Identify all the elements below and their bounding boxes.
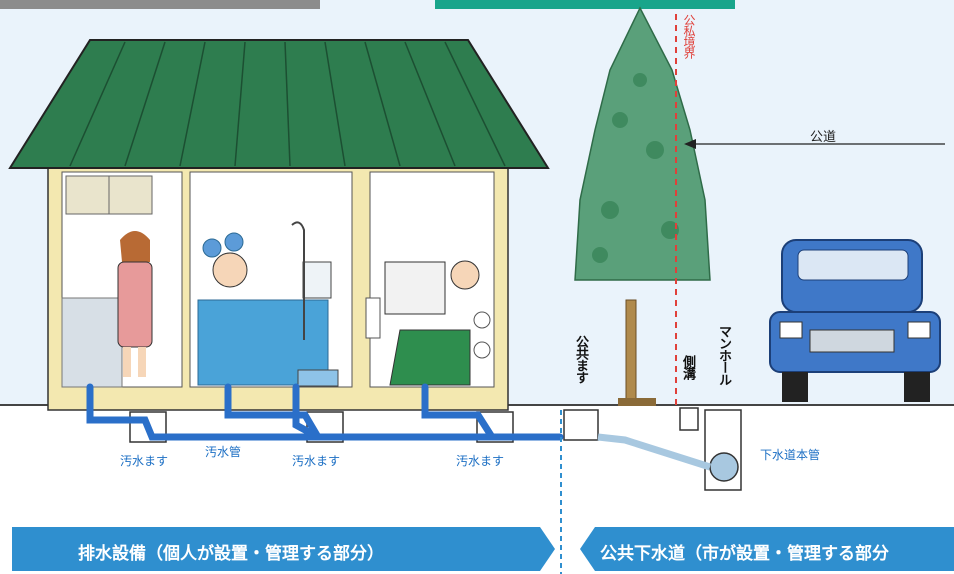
label-masu-1: 汚水ます	[120, 454, 169, 468]
bath-bucket	[297, 369, 339, 387]
main-sewer-pipe	[709, 452, 739, 482]
banner-left	[12, 527, 555, 571]
road-label: 公道	[810, 130, 837, 145]
header-left-title	[20, 0, 300, 10]
label-manhole: マンホール	[716, 325, 731, 385]
label-public-masu: 公共ます	[573, 335, 588, 383]
tree-trunk	[625, 299, 637, 403]
shower-hose	[291, 221, 305, 340]
bather-head	[212, 252, 248, 288]
newspaper	[384, 261, 446, 315]
car-windshield	[797, 249, 909, 281]
label-gutter: 側溝	[680, 355, 695, 379]
boundary-label: 公私境界	[682, 14, 696, 58]
sink	[61, 297, 123, 388]
label-pipe: 汚水管	[205, 445, 242, 459]
header-tab-left	[0, 0, 320, 9]
connection-pipe	[597, 433, 712, 471]
toilet-tank	[365, 297, 381, 339]
drain-pipes	[86, 383, 564, 441]
label-masu-2: 汚水ます	[292, 454, 341, 468]
bath-mirror	[302, 261, 332, 299]
label-masu-3: 汚水ます	[456, 454, 505, 468]
woman-hair	[120, 231, 150, 262]
tree-base	[618, 398, 656, 406]
banner-right	[580, 527, 954, 571]
gutter	[679, 407, 699, 431]
public-masu	[563, 409, 599, 441]
label-main-sewer: 下水道本管	[760, 448, 821, 462]
banner-right-text: 公共下水道（市が設置・管理する部分	[600, 544, 889, 564]
header-right-title	[450, 0, 720, 10]
banner-left-text: 排水設備（個人が設置・管理する部分）	[78, 544, 384, 564]
roof	[8, 39, 550, 169]
header-tab-right	[435, 0, 735, 9]
woman-apron	[117, 261, 153, 348]
reader-legs	[389, 329, 471, 386]
reader-head	[450, 260, 480, 290]
car-grille	[809, 329, 895, 353]
roof-ridges	[69, 41, 506, 167]
